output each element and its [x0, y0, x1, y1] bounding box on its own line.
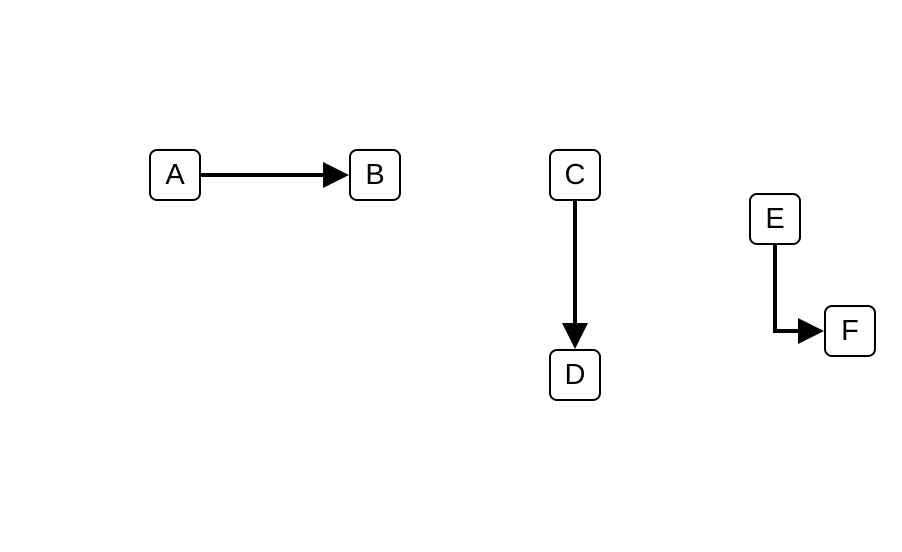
- node-label: D: [564, 358, 586, 391]
- node-b[interactable]: B: [349, 149, 401, 201]
- arrowhead-icon: [323, 162, 349, 188]
- node-label: B: [365, 158, 385, 191]
- node-d[interactable]: D: [549, 349, 601, 401]
- arrowhead-icon: [562, 323, 588, 349]
- node-label: A: [165, 158, 185, 191]
- node-c[interactable]: C: [549, 149, 601, 201]
- arrowhead-icon: [798, 318, 824, 344]
- node-label: C: [564, 158, 586, 191]
- node-label: F: [841, 314, 859, 347]
- node-label: E: [765, 202, 785, 235]
- edge-e-to-f: [773, 245, 824, 344]
- edge-a-to-b: [201, 162, 349, 188]
- node-f[interactable]: F: [824, 305, 876, 357]
- node-a[interactable]: A: [149, 149, 201, 201]
- node-e[interactable]: E: [749, 193, 801, 245]
- edge-c-to-d: [562, 201, 588, 349]
